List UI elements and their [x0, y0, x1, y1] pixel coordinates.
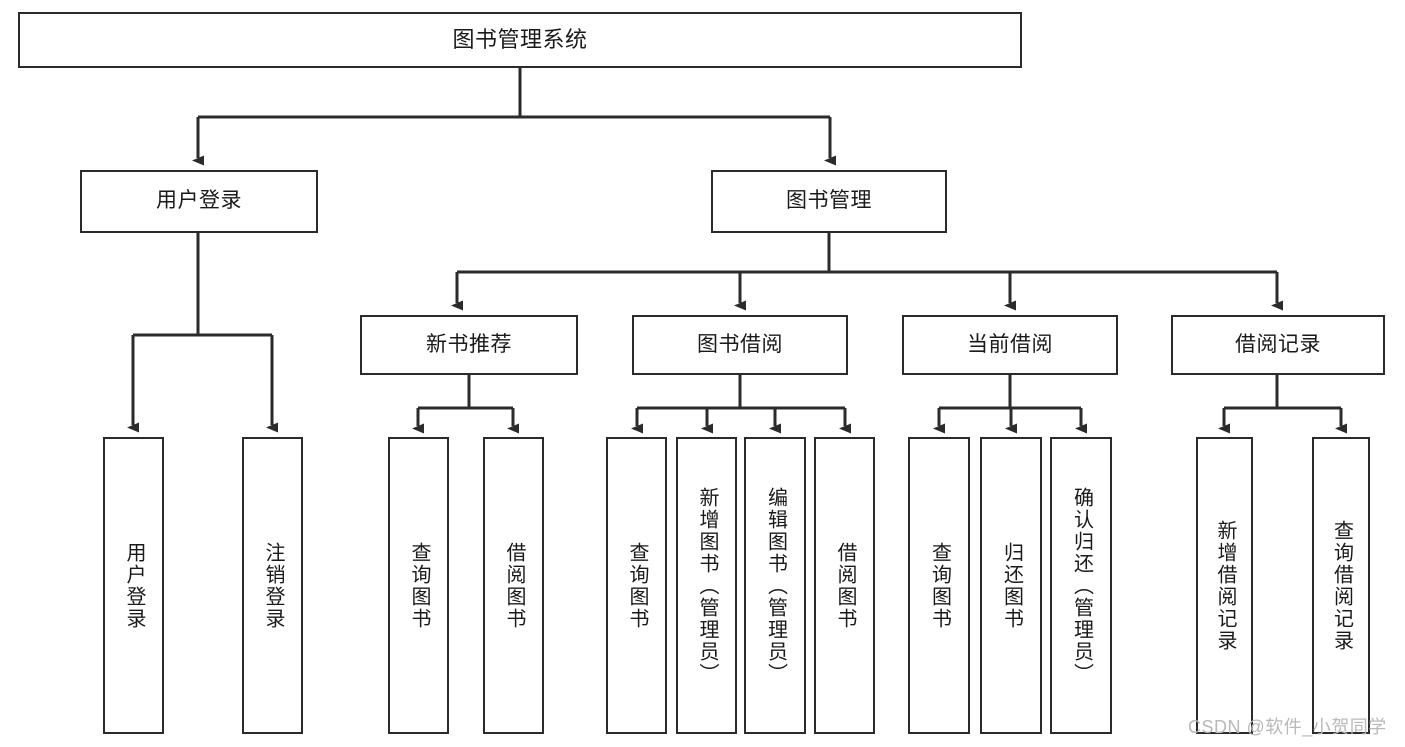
leaf-add-book-admin[interactable]: 新增图书（管理员）: [676, 437, 737, 734]
leaf-user-login[interactable]: 用户登录: [103, 437, 164, 734]
leaf-label: 查询借阅记录: [1330, 519, 1353, 652]
leaf-label: 用户登录: [123, 541, 145, 630]
leaf-label: 编辑图书（管理员）: [764, 486, 787, 685]
node-label: 用户登录: [156, 189, 242, 213]
node-current-borrow[interactable]: 当前借阅: [902, 315, 1118, 375]
leaf-edit-book-admin[interactable]: 编辑图书（管理员）: [744, 437, 806, 734]
node-label: 新书推荐: [426, 332, 512, 356]
leaf-label: 查询图书: [928, 541, 951, 630]
leaf-label: 注销登录: [262, 541, 284, 630]
leaf-query-book-borrow[interactable]: 查询图书: [606, 437, 667, 734]
node-new-book-recommend[interactable]: 新书推荐: [360, 315, 578, 375]
leaf-label: 新增图书（管理员）: [696, 486, 718, 685]
leaf-add-borrow-record[interactable]: 新增借阅记录: [1196, 437, 1253, 734]
leaf-query-borrow-record[interactable]: 查询借阅记录: [1312, 437, 1370, 734]
leaf-label: 借阅图书: [834, 541, 856, 630]
leaf-label: 确认归还（管理员）: [1070, 486, 1093, 685]
node-borrow-record[interactable]: 借阅记录: [1171, 315, 1385, 375]
leaf-label: 查询图书: [626, 541, 648, 630]
node-label: 图书管理系统: [452, 27, 588, 53]
leaf-return-book[interactable]: 归还图书: [980, 437, 1042, 734]
leaf-label: 归还图书: [1000, 541, 1023, 630]
leaf-query-book-current[interactable]: 查询图书: [908, 437, 970, 734]
node-user-login[interactable]: 用户登录: [80, 170, 318, 233]
leaf-borrow-book-recommend[interactable]: 借阅图书: [483, 437, 544, 734]
leaf-confirm-return-admin[interactable]: 确认归还（管理员）: [1050, 437, 1112, 734]
node-label: 图书借阅: [697, 332, 783, 356]
node-root-system[interactable]: 图书管理系统: [18, 12, 1022, 68]
csdn-watermark: CSDN @软件_小贺同学: [1188, 717, 1387, 737]
leaf-label: 查询图书: [408, 541, 430, 630]
leaf-user-logout[interactable]: 注销登录: [242, 437, 303, 734]
leaf-borrow-book[interactable]: 借阅图书: [814, 437, 875, 734]
node-label: 当前借阅: [967, 332, 1053, 356]
node-label: 借阅记录: [1235, 332, 1321, 356]
leaf-label: 新增借阅记录: [1214, 519, 1236, 652]
leaf-query-book-recommend[interactable]: 查询图书: [388, 437, 449, 734]
node-book-borrow[interactable]: 图书借阅: [632, 315, 848, 375]
node-book-management[interactable]: 图书管理: [711, 170, 947, 233]
leaf-label: 借阅图书: [503, 541, 525, 630]
node-label: 图书管理: [786, 189, 872, 213]
